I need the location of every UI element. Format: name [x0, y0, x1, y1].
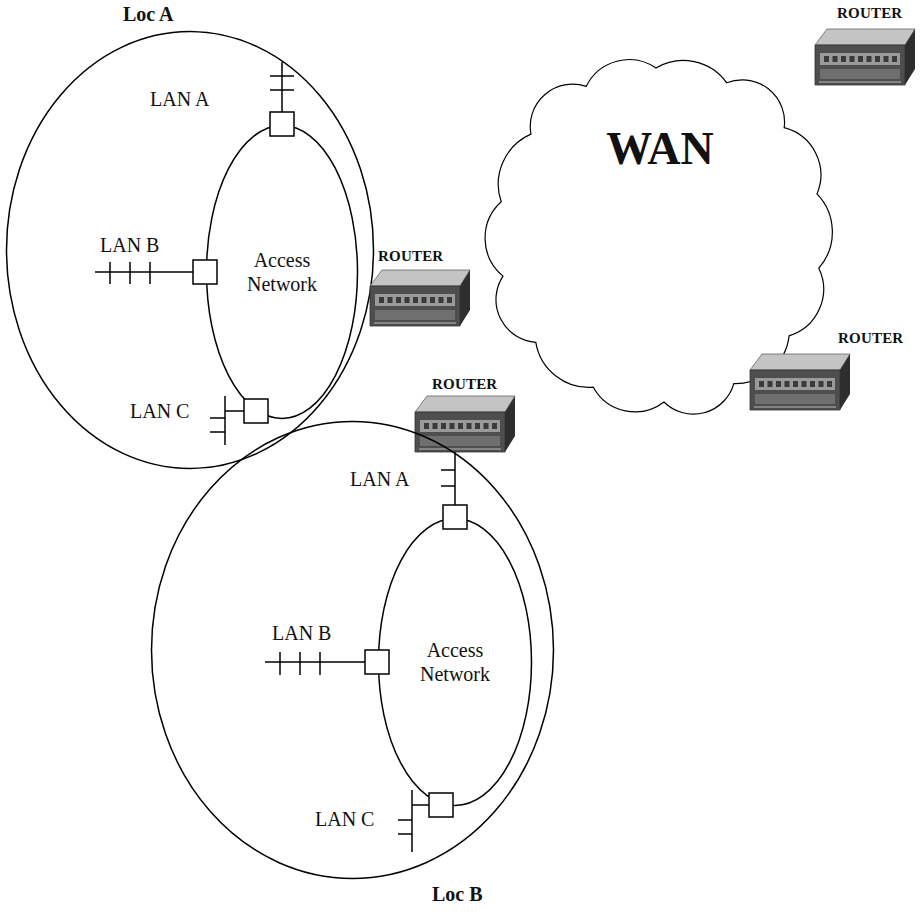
network-label: Access Network	[234, 248, 330, 296]
lan-label: LAN B	[272, 622, 331, 645]
router-label: ROUTER	[838, 330, 903, 347]
lan-label: LAN A	[350, 468, 409, 491]
router-image	[370, 270, 470, 326]
router-image	[815, 29, 915, 85]
location-label: Loc B	[432, 883, 483, 906]
network-label: Access Network	[407, 638, 503, 686]
router: ROUTER	[750, 330, 918, 412]
location-label: Loc A	[123, 3, 174, 26]
lan-label: LAN B	[100, 234, 159, 257]
router-label: ROUTER	[378, 248, 443, 265]
outline	[379, 519, 532, 806]
text-holder: Access Network	[205, 124, 359, 420]
outline	[207, 126, 358, 419]
access-ring: Access Network	[205, 124, 359, 420]
text-holder: Access Network	[377, 517, 533, 807]
access-ring: Access Network	[377, 517, 533, 807]
wan-label: WAN	[470, 122, 850, 175]
router-label: ROUTER	[432, 376, 497, 393]
outline	[152, 422, 554, 879]
lan-label: LAN C	[130, 400, 189, 423]
router-label: ROUTER	[837, 5, 902, 22]
router: ROUTER	[415, 376, 517, 454]
outline	[7, 32, 374, 469]
router: ROUTER	[370, 248, 472, 330]
ellipse-outline	[377, 517, 533, 807]
router: ROUTER	[815, 5, 917, 91]
ellipse-outline	[205, 124, 359, 420]
lan-label: LAN C	[315, 808, 374, 831]
lan-label: LAN A	[150, 88, 209, 111]
router-image	[750, 354, 850, 410]
router-image	[415, 396, 515, 452]
